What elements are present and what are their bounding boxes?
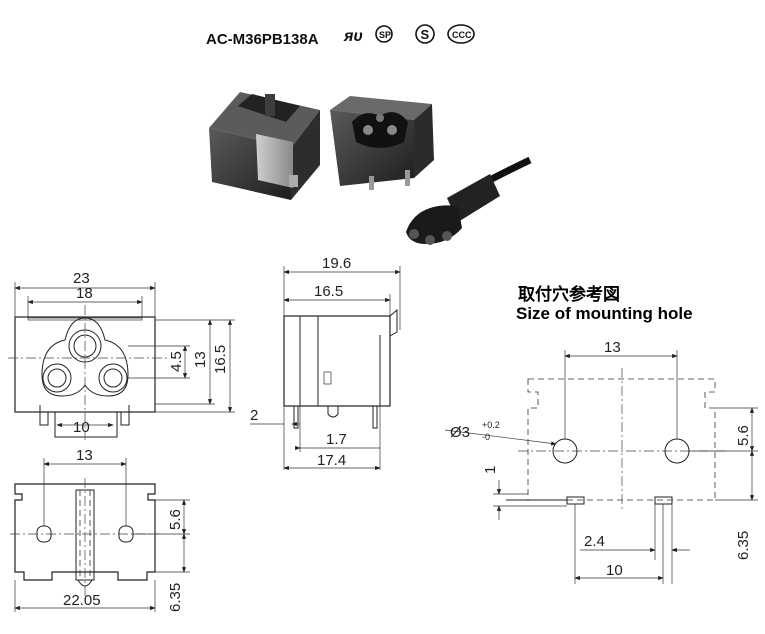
side-view: 19.6 16.5 2 1.7 17.4 bbox=[250, 255, 401, 471]
svg-text:SP: SP bbox=[379, 30, 391, 40]
dim-tol-minus: -0 bbox=[482, 432, 490, 442]
dim-hole-13: 13 bbox=[604, 339, 621, 356]
svg-text:S: S bbox=[421, 27, 430, 42]
dim-17-4: 17.4 bbox=[317, 452, 346, 469]
dim-4-5: 4.5 bbox=[168, 351, 185, 372]
model-title: AC-M36PB138A bbox=[206, 31, 319, 48]
dim-height-16-5: 16.5 bbox=[212, 345, 229, 374]
ul-mark-icon: ᴙᴜ bbox=[343, 28, 363, 45]
front-view: 23 18 10 4.5 13 16.5 bbox=[8, 270, 235, 440]
csa-mark-icon: SP bbox=[375, 25, 393, 43]
dim-22-05: 22.05 bbox=[63, 592, 101, 609]
dim-tol-plus: +0.2 bbox=[482, 420, 500, 430]
product-photo-front bbox=[330, 96, 434, 190]
product-photo-rear bbox=[209, 92, 320, 200]
dim-1-7: 1.7 bbox=[326, 431, 347, 448]
dim-side-16-5: 16.5 bbox=[314, 283, 343, 300]
product-photo-plug bbox=[406, 156, 532, 245]
bottom-view: 13 5.6 6.35 22.05 bbox=[10, 447, 190, 612]
dim-bottom-13: 13 bbox=[76, 447, 93, 464]
dim-hole-diameter: Ø3 bbox=[450, 424, 470, 441]
mounting-heading-en: Size of mounting hole bbox=[516, 304, 693, 323]
dim-width-23: 23 bbox=[73, 270, 90, 287]
dim-bottom-6-35: 6.35 bbox=[167, 583, 184, 612]
ccc-mark-icon: CCC bbox=[447, 24, 475, 44]
header: AC-M36PB138A ᴙᴜ SP S CCC bbox=[206, 24, 475, 48]
dim-hole-10: 10 bbox=[606, 562, 623, 579]
mounting-hole-section: 取付穴参考図 Size of mounting hole 13 Ø3 +0.2 … bbox=[444, 284, 758, 584]
dim-bottom-5-6: 5.6 bbox=[167, 509, 184, 530]
dim-2: 2 bbox=[250, 407, 258, 424]
mounting-heading-jp: 取付穴参考図 bbox=[518, 284, 620, 304]
dim-hole-6-35: 6.35 bbox=[735, 531, 752, 560]
dim-height-13: 13 bbox=[192, 351, 209, 368]
dim-width-18: 18 bbox=[76, 285, 93, 302]
dim-hole-1: 1 bbox=[482, 466, 499, 474]
dim-19-6: 19.6 bbox=[322, 255, 351, 272]
dim-hole-2-4: 2.4 bbox=[584, 533, 605, 550]
svg-text:CCC: CCC bbox=[452, 30, 472, 40]
dim-hole-5-6: 5.6 bbox=[735, 425, 752, 446]
s-mark-icon: S bbox=[415, 24, 435, 44]
dim-pitch-10: 10 bbox=[73, 419, 90, 436]
svg-text:ᴙᴜ: ᴙᴜ bbox=[343, 28, 363, 45]
